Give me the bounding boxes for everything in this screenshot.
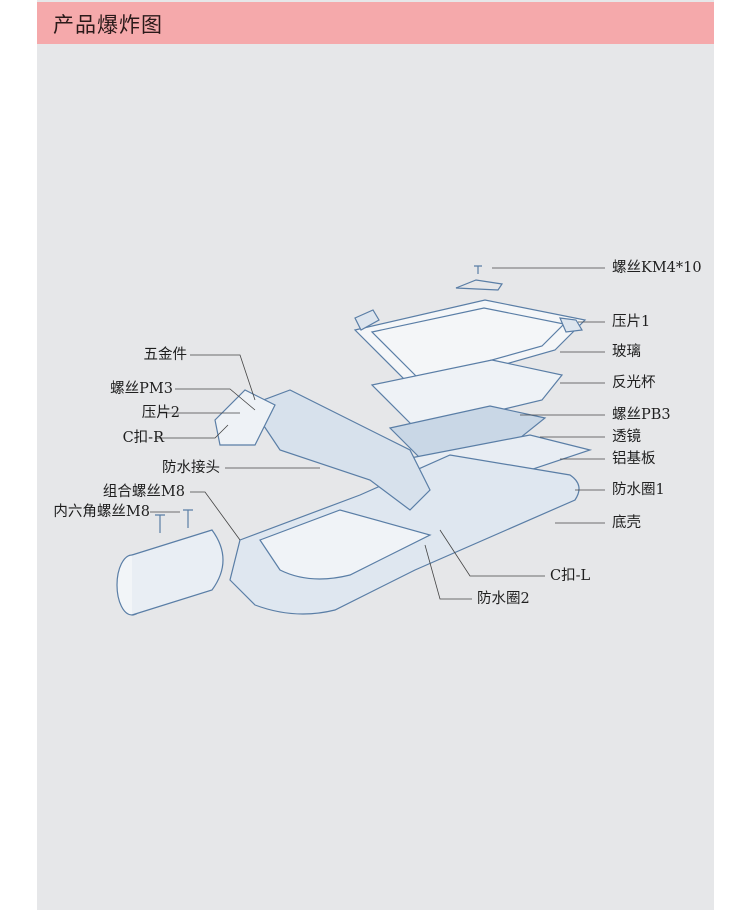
glass-frame [353,299,587,391]
label-aluminium-board: 铝基板 [612,451,656,467]
label-pressing-plate-2: 压片2 [141,405,180,421]
label-glass: 玻璃 [612,344,641,360]
label-pressing-plate-1: 压片1 [612,314,651,330]
label-screw-pm3: 螺丝PM3 [110,381,173,397]
label-waterproof-ring-2: 防水圈2 [477,591,530,607]
label-hex-socket-screw-m8: 内六角螺丝M8 [53,504,150,520]
label-reflector: 反光杯 [612,375,656,391]
pole-adapter [131,529,224,616]
combo-screw [183,509,193,528]
label-combo-screw-m8: 组合螺丝M8 [102,484,185,500]
label-screw-pb3: 螺丝PB3 [612,407,671,423]
label-waterproof-ring-1: 防水圈1 [612,482,665,498]
reflector [370,359,564,431]
label-waterproof-connector: 防水接头 [162,460,220,476]
label-c-clip-r: C扣-R [122,430,164,446]
label-lens: 透镜 [612,429,641,445]
hardware-bracket [214,389,276,446]
page-title: 产品爆炸图 [53,13,163,37]
label-c-clip-l: C扣-L [550,568,591,584]
label-bottom-housing: 底壳 [612,515,641,531]
leader-lines [150,267,605,600]
hex-screw [155,514,165,533]
section-header: 产品爆炸图 [37,2,714,44]
label-screw-km4x10: 螺丝KM4*10 [612,260,702,276]
hinged-cover [249,389,431,511]
pressing-plate-1 [455,279,504,291]
pressing-plate-left [354,309,380,331]
label-hardware: 五金件 [143,347,188,363]
housing-chamber [259,509,432,580]
pressing-plate-right [559,317,583,333]
top-screw [474,265,482,274]
